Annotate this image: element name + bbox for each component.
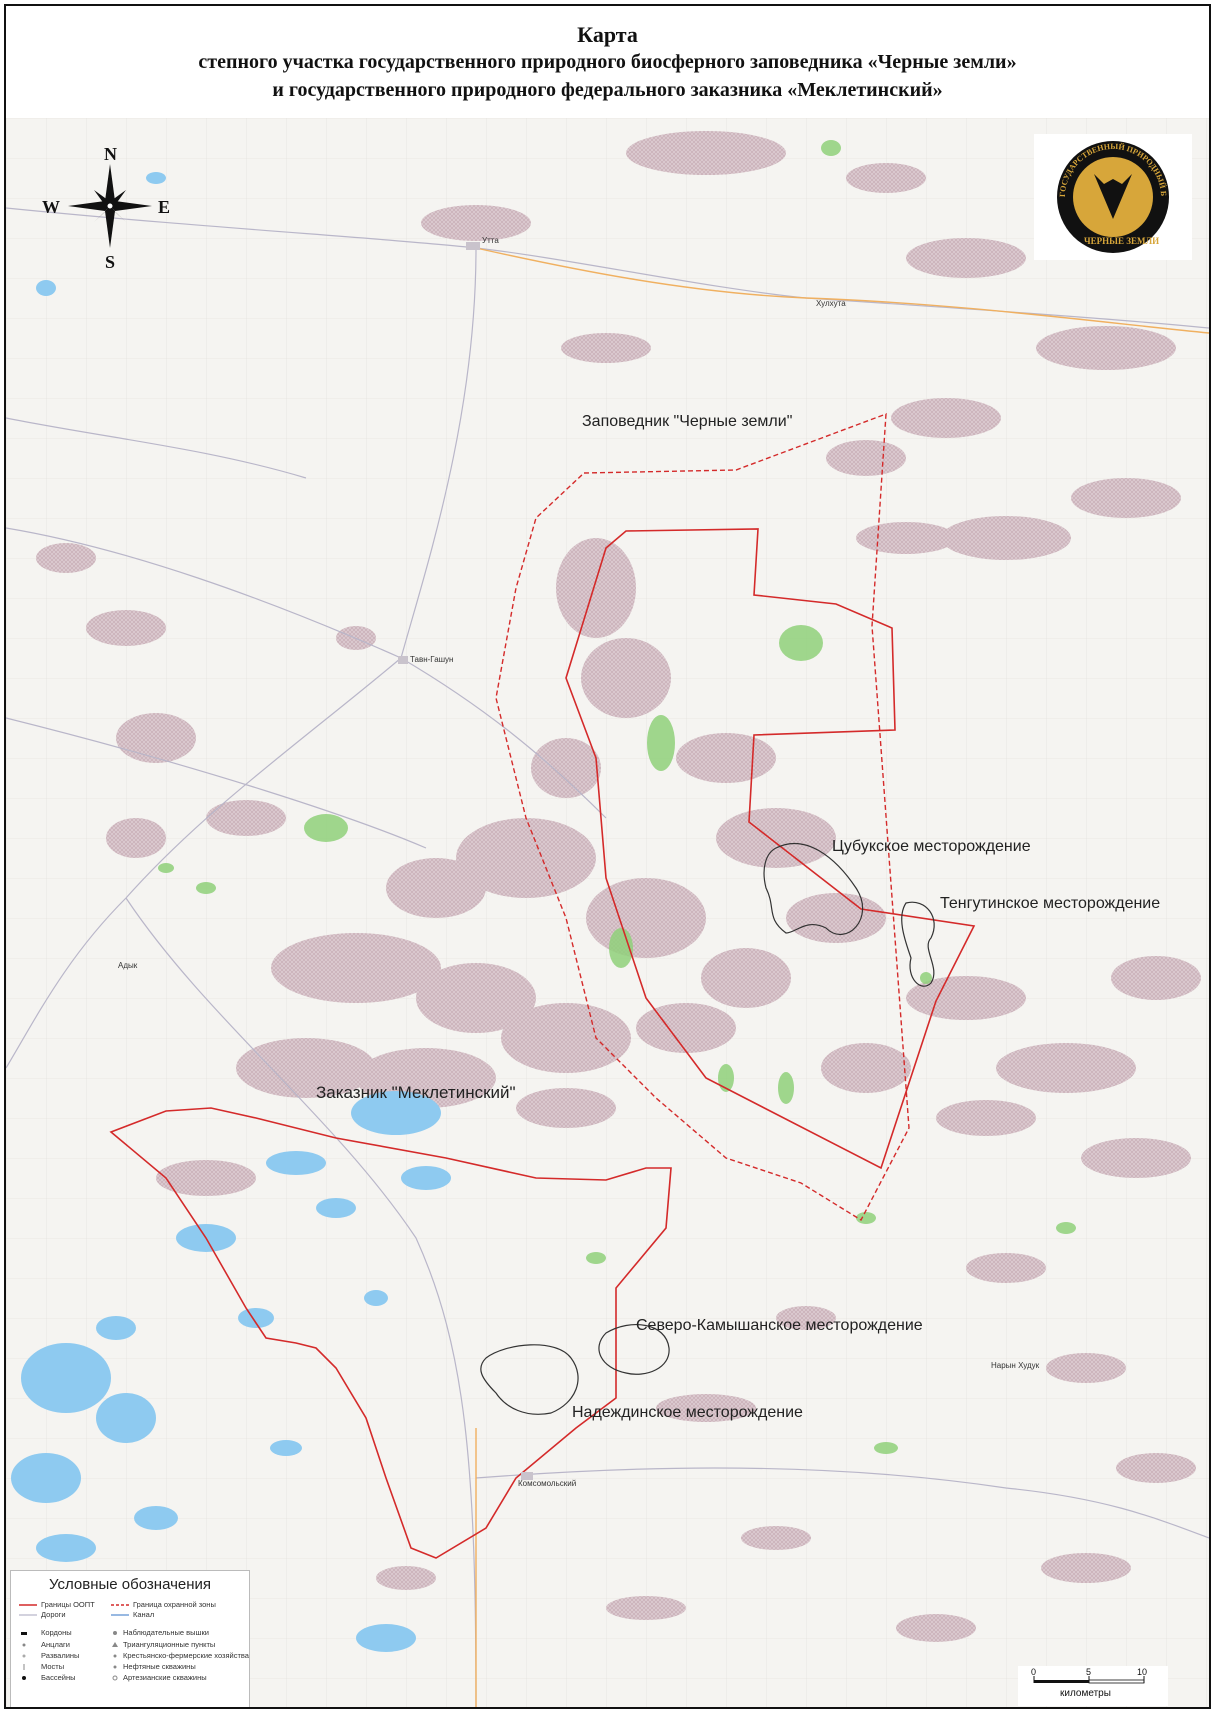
vegetation-areas: [158, 140, 1076, 1454]
compass-n: N: [104, 144, 117, 164]
legend-ruins: Развалины: [41, 1651, 80, 1660]
legend-farms: Крестьянско-фермерские хозяйства: [123, 1651, 249, 1660]
settlement-naryn: Нарын Худук: [991, 1361, 1040, 1370]
reserve-logo: ГОСУДАРСТВЕННЫЙ ПРИРОДНЫЙ БИОСФЕРНЫЙ ЗАП…: [1034, 134, 1192, 260]
legend-towers: Наблюдательные вышки: [123, 1628, 209, 1637]
refuge-label: Заказник "Меклетинский": [316, 1083, 516, 1102]
scale-tick-5: 5: [1086, 1667, 1091, 1677]
reserve-boundary[interactable]: [565, 528, 976, 1170]
tsubuk-label: Цубукское месторождение: [832, 838, 1031, 855]
legend-boundary: Границы ООПТ: [41, 1600, 95, 1609]
legend-canal: Канал: [133, 1610, 155, 1619]
reserve-label: Заповедник "Черные земли": [582, 413, 792, 430]
map-svg: N S W E Заповедник "Черные земли" Заказн…: [6, 118, 1209, 1707]
legend-oil: Нефтяные скважины: [123, 1662, 196, 1671]
settlement-komsomol: Комсомольский: [518, 1479, 576, 1488]
sev-kamysh-label: Северо-Камышанское месторождение: [636, 1317, 923, 1334]
settlement-adyk: Адык: [118, 961, 138, 970]
sev-kamysh-deposit: [598, 1324, 670, 1375]
legend-trig: Триангуляционные пункты: [123, 1640, 216, 1649]
tsubuk-deposit: [763, 842, 864, 935]
deposit-outlines: [480, 842, 935, 1415]
title-line-1: Карта: [577, 22, 638, 47]
sand-areas: [36, 131, 1201, 1642]
roads: [6, 207, 1209, 1707]
title-line-2: степного участка государственного природ…: [198, 51, 1017, 73]
scale-bar: 0 5 10 километры: [1018, 1666, 1168, 1706]
main-road: [475, 247, 1209, 1707]
nadezh-label: Надеждинское месторождение: [572, 1404, 803, 1421]
legend-cordons: Кордоны: [41, 1628, 72, 1637]
legend-pools: Бассейны: [41, 1673, 76, 1682]
compass-w: W: [42, 197, 60, 217]
map-legend: Условные обозначения Границы ООПТ Границ…: [10, 1570, 250, 1707]
legend-bridges: Мосты: [41, 1662, 65, 1671]
settlement-utta: Утта: [482, 236, 499, 245]
compass-rose: N S W E: [42, 144, 170, 272]
buffer-zone-boundary: [495, 412, 910, 1221]
map-canvas[interactable]: N S W E Заповедник "Черные земли" Заказн…: [6, 118, 1209, 1707]
settlements: Утта Хулхута Тавн-Гашун Адык Нарын Худук…: [118, 236, 1040, 1488]
legend-artesian: Артезианские скважины: [123, 1673, 207, 1682]
scale-unit: километры: [1060, 1688, 1111, 1699]
title-line-3: и государственного природного федерально…: [272, 79, 943, 101]
settlement-tavn: Тавн-Гашун: [410, 655, 453, 664]
map-title: Карта степного участка государственного …: [6, 6, 1209, 120]
legend-roads: Дороги: [41, 1610, 66, 1619]
settlement-khulkhuta: Хулхута: [816, 299, 846, 308]
compass-s: S: [105, 252, 115, 272]
legend-buffer: Граница охранной зоны: [133, 1600, 216, 1609]
legend-title: Условные обозначения: [48, 1576, 212, 1593]
legend-ancient: Анцлаги: [41, 1640, 70, 1649]
map-frame: Карта степного участка государственного …: [4, 4, 1211, 1709]
scale-tick-10: 10: [1137, 1667, 1147, 1677]
refuge-boundary[interactable]: [109, 1107, 672, 1559]
scale-tick-0: 0: [1031, 1667, 1036, 1677]
tengut-label: Тенгутинское месторождение: [940, 895, 1160, 912]
nadezh-deposit: [480, 1344, 579, 1415]
compass-e: E: [158, 197, 170, 217]
tengut-deposit: [901, 901, 935, 987]
logo-big-text: ЧЕРНЫЕ ЗЕМЛИ: [1084, 236, 1159, 246]
